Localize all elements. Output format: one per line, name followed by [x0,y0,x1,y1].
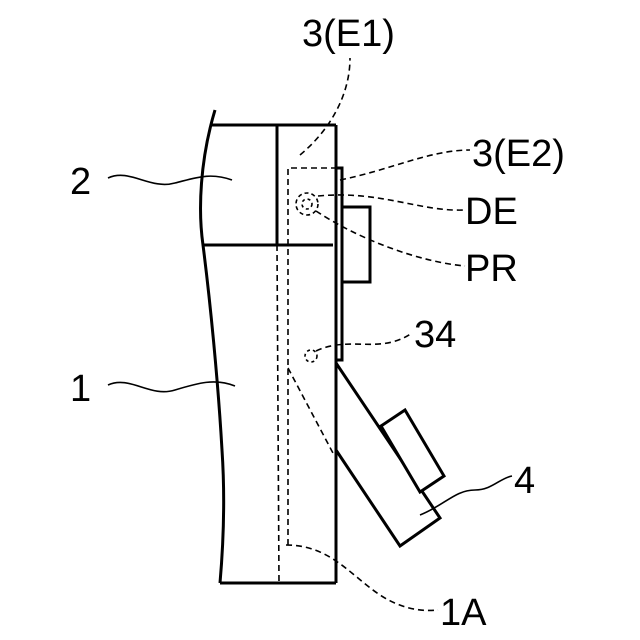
point-34-circle [305,350,317,362]
label-de: DE [465,191,518,233]
label-34: 34 [414,314,456,356]
compartment-1a-left-edge [277,245,279,583]
label-2: 2 [70,161,91,203]
leader-e2 [340,150,470,180]
leader-2 [108,175,232,184]
label-1: 1 [70,368,91,410]
leader-e1 [300,58,350,155]
body-outline-left-edge [201,110,224,583]
label-e2: 3(E2) [472,133,565,175]
label-4: 4 [514,460,535,502]
leader-34 [316,333,412,351]
label-1a: 1A [440,592,487,634]
label-pr: PR [465,248,518,290]
compartment-1a-slant-line [288,368,334,455]
leader-1a [286,545,438,610]
de-inner-circle [302,199,312,209]
component-pr [342,207,370,282]
de-circle [296,193,318,215]
label-e1: 3(E1) [302,13,395,55]
